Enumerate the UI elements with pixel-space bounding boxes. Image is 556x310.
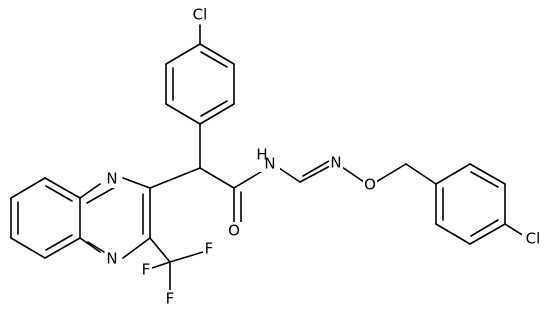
bond [200, 100, 228, 117]
f-left-label: F [142, 261, 151, 279]
bond [469, 223, 506, 245]
bond [405, 163, 437, 185]
o-ether-label: O [364, 176, 376, 194]
bond [149, 167, 201, 189]
bond [199, 103, 235, 125]
bond [45, 185, 73, 202]
bond [302, 160, 330, 177]
bond [165, 43, 201, 65]
bond [151, 261, 171, 269]
cl-right-label: Cl [526, 230, 541, 248]
o-carbonyl-label: O [228, 222, 240, 240]
bond [45, 234, 73, 251]
bonds [10, 24, 525, 293]
bond [233, 169, 265, 189]
bond [122, 177, 151, 189]
h-amide-label: H [256, 146, 267, 164]
bond [470, 219, 499, 237]
bond [44, 237, 81, 259]
bond [199, 167, 235, 189]
bond [435, 223, 471, 245]
bond [470, 171, 499, 188]
bond [79, 237, 101, 253]
n-quinox-top-label: N [106, 170, 117, 188]
atom-labels: Cl N N H N O N O Cl F F F [105, 6, 548, 308]
bond [165, 103, 201, 125]
bond [341, 166, 365, 183]
cl-top-label: Cl [193, 6, 208, 24]
bond [200, 51, 228, 68]
bond [87, 241, 105, 253]
bond [169, 251, 204, 263]
bond [504, 223, 525, 237]
bond [199, 43, 235, 65]
bond [299, 165, 331, 183]
bond [122, 237, 151, 259]
bond [79, 183, 101, 199]
bond [10, 237, 46, 259]
bond [10, 177, 46, 199]
bond [44, 177, 81, 199]
bond [149, 237, 171, 263]
f-right-label: F [205, 240, 214, 258]
n-quinox-bottom-label: N [106, 250, 117, 268]
n-imine-label: N [330, 154, 341, 172]
bond [375, 163, 407, 183]
f-bottom-label: F [166, 290, 175, 308]
bond [86, 185, 118, 204]
bond [469, 163, 506, 185]
nh-amide-label: N [264, 155, 275, 173]
bond [435, 163, 471, 185]
